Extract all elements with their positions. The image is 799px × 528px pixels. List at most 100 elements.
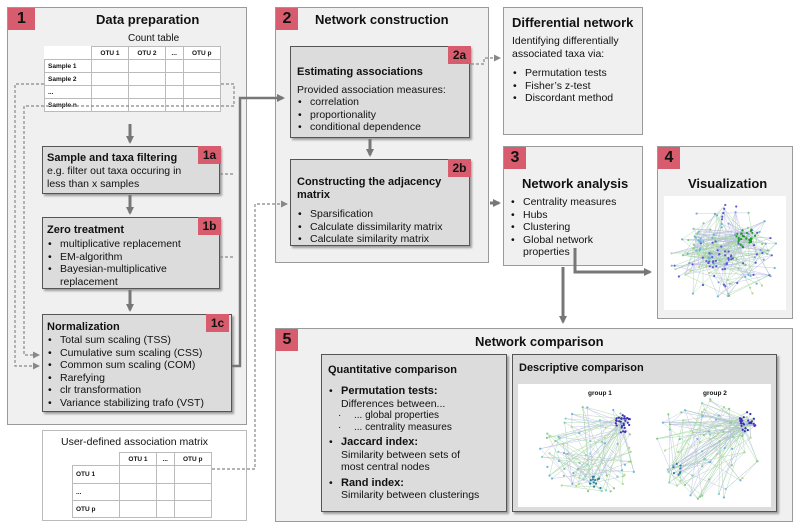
network-node: [615, 424, 618, 427]
network-node: [721, 215, 724, 218]
network-edge: [724, 423, 742, 449]
normalization-item: Common sum scaling (COM): [47, 359, 232, 372]
network-edge: [578, 455, 586, 478]
network-node: [592, 481, 595, 484]
network-node: [540, 455, 544, 459]
network-node: [714, 240, 717, 243]
network-edge: [709, 272, 770, 276]
filtering-text: e.g. filter out taxa occuring in less th…: [47, 165, 182, 190]
network-edge: [697, 204, 726, 234]
network-node: [679, 467, 682, 470]
network-node: [691, 474, 694, 477]
network-edge: [743, 423, 758, 462]
network-node: [591, 459, 594, 462]
network-node: [739, 417, 742, 420]
network-edge: [618, 421, 624, 484]
network-node: [708, 256, 712, 260]
network-node: [696, 232, 699, 235]
network-edge: [693, 239, 751, 249]
network-node: [628, 423, 631, 427]
network-edge: [564, 421, 621, 423]
association-measure: correlation: [297, 96, 462, 109]
association-measure: proportionality: [297, 109, 462, 122]
panel-number-1: 1: [8, 8, 35, 30]
network-node: [679, 480, 682, 483]
box-quantitative-comparison: Quantitative comparison • Permutation te…: [321, 354, 507, 512]
differential-network-intro: Identifying differentially associated ta…: [512, 35, 619, 60]
network-node: [548, 434, 551, 438]
network-node: [604, 426, 607, 429]
count-table-row-label: Sample n: [44, 98, 92, 112]
quantitative-list: • Permutation tests: Differences between…: [328, 385, 504, 502]
network-node: [563, 421, 566, 424]
network-node: [724, 203, 727, 207]
network-node: [672, 466, 675, 469]
network-node: [628, 446, 631, 449]
network-node: [723, 267, 727, 271]
network-node: [684, 273, 687, 276]
network-node: [699, 237, 702, 240]
network-node: [731, 257, 734, 260]
count-table-caption: Count table: [128, 33, 180, 44]
network-node: [623, 473, 626, 476]
association-measure: conditional dependence: [297, 121, 462, 134]
differential-method: Discordant method: [512, 92, 642, 105]
network-edge: [540, 448, 577, 487]
network-node: [582, 478, 585, 481]
normalization-item: Rarefying: [47, 372, 232, 385]
network-edge: [590, 427, 606, 454]
network-edge: [671, 236, 745, 254]
network-edge: [721, 223, 739, 244]
network-node: [702, 433, 705, 437]
network-node: [770, 254, 773, 257]
box-estimating-associations: Estimating associations Provided associa…: [290, 46, 470, 138]
network-node: [558, 437, 561, 440]
network-node: [700, 410, 704, 413]
network-edge: [669, 431, 745, 483]
network-edge: [744, 431, 758, 462]
network-node: [619, 431, 622, 434]
network-node: [713, 212, 717, 215]
network-node: [714, 259, 718, 262]
permutation-tests-title: Permutation tests:: [341, 385, 438, 397]
estimating-associations-title: Estimating associations: [297, 66, 423, 78]
box-zero-treatment: Zero treatment multiplicative replacemen…: [42, 217, 220, 289]
tag-2b: 2b: [448, 159, 471, 177]
network-node: [615, 417, 618, 420]
network-edge: [599, 420, 607, 476]
network-node: [619, 412, 622, 415]
network-edge: [590, 420, 617, 441]
network-node: [712, 233, 716, 236]
network-edge: [672, 409, 705, 466]
network-node: [746, 428, 749, 432]
filtering-title: Sample and taxa filtering: [47, 152, 178, 164]
network-edge: [723, 212, 763, 245]
visualization-network-image: [664, 196, 786, 310]
network-node: [698, 247, 702, 250]
network-node: [589, 439, 592, 442]
permutation-tests-text: Differences between...: [341, 397, 446, 410]
network-node: [711, 256, 714, 259]
panel-number-4: 4: [658, 147, 680, 169]
network-edge: [681, 412, 741, 424]
network-edge: [727, 276, 746, 281]
adjacency-step: Sparsification: [297, 208, 469, 221]
network-node: [598, 477, 601, 480]
network-node: [766, 252, 769, 256]
network-edge: [690, 418, 742, 496]
network-node: [747, 273, 750, 277]
panel-title-network-construction: Network construction: [315, 12, 449, 27]
network-node: [767, 249, 770, 252]
network-edge: [723, 431, 746, 498]
network-node: [716, 295, 719, 298]
network-node: [627, 417, 630, 421]
network-edge: [680, 428, 746, 473]
network-node: [751, 292, 754, 295]
network-node: [749, 286, 752, 289]
network-node: [708, 437, 711, 440]
analysis-item: Hubs: [510, 209, 640, 222]
network-node: [727, 294, 731, 297]
panel-number-5: 5: [276, 329, 298, 351]
network-node: [598, 419, 602, 422]
matrix-row-label: OTU p: [72, 500, 120, 518]
